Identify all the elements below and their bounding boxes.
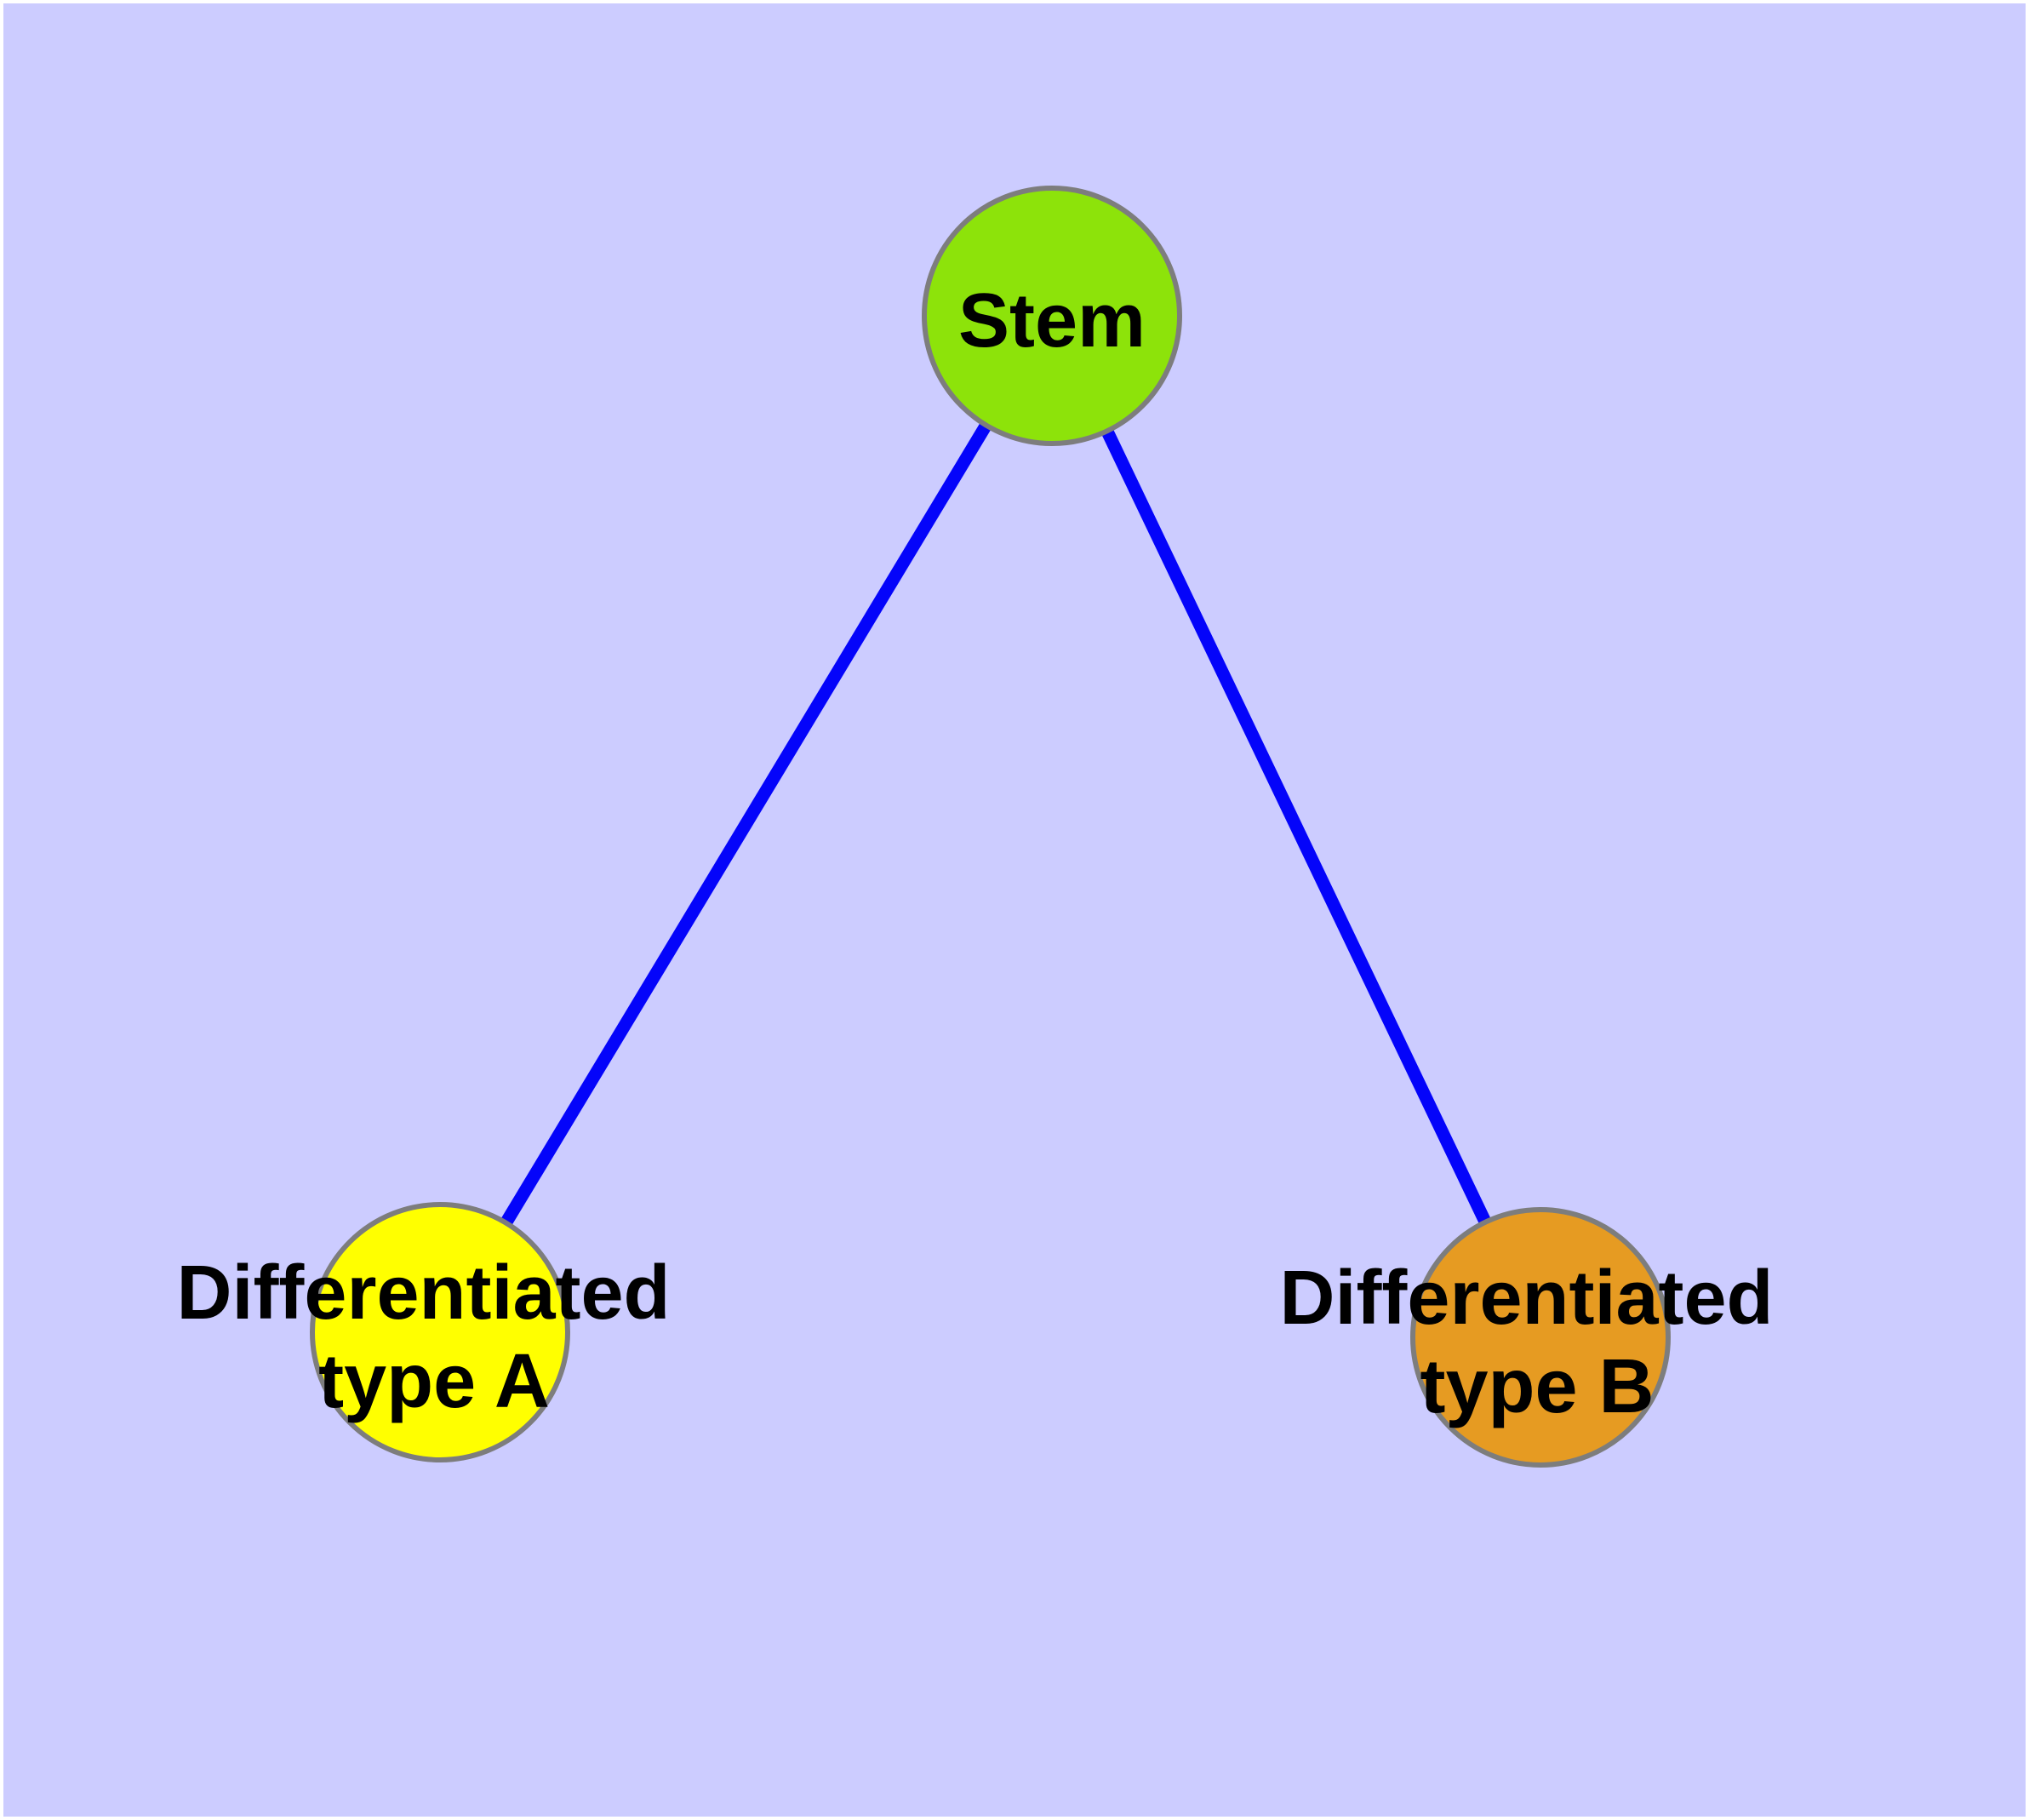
node-label-stem: Stem xyxy=(958,278,1146,363)
edge-stem-to-type-a xyxy=(434,312,1058,1336)
node-label-differentiated-type-b: Differentiated type B xyxy=(1279,1256,1794,1429)
node-differentiated-type-b xyxy=(1410,1207,1671,1468)
node-label-differentiated-type-a: Differentiated type A xyxy=(176,1251,691,1424)
node-label-line-1: Differentiated xyxy=(176,1251,670,1336)
edge-stem-to-type-b xyxy=(1046,312,1546,1341)
node-label-line-1: Differentiated xyxy=(1279,1256,1773,1341)
node-label-line-2: type B xyxy=(1420,1344,1654,1429)
node-stem xyxy=(922,186,1182,446)
node-differentiated-type-a xyxy=(310,1202,570,1462)
node-label-line-2: type A xyxy=(318,1339,550,1424)
